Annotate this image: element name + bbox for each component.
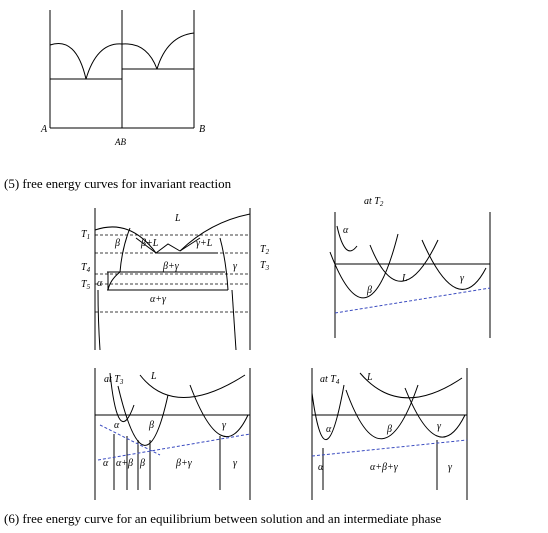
t4-label-beta: β <box>386 424 392 435</box>
pd-label-gamma: γ <box>233 261 238 272</box>
t4-label-L: L <box>366 372 373 383</box>
t4-common-tangent <box>311 439 468 457</box>
t4-liquid-curve <box>359 372 463 399</box>
pd-label-alpha: α <box>97 278 103 289</box>
pd-alpha-boundary <box>107 271 121 291</box>
t4-gamma-curve <box>404 387 466 438</box>
top-label-b: B <box>199 124 205 135</box>
t2-common-tangent <box>334 287 491 314</box>
pd-label-t5: T5 <box>81 279 91 291</box>
t3-label-alpha: α <box>114 420 120 431</box>
pd-label-beta-gamma: β+γ <box>162 261 180 272</box>
t4-label-alpha: α <box>326 424 332 435</box>
t2-label-gamma: γ <box>460 273 465 284</box>
top-phase-diagram <box>49 10 195 129</box>
t4-beta-curve <box>345 384 419 440</box>
pd-gamma-liq-line <box>179 237 201 252</box>
t3-alpha-beta-tangent <box>99 424 161 456</box>
t3-bottom-alpha-beta: α+β <box>116 458 133 469</box>
t4-bottom-gamma: γ <box>448 462 453 473</box>
t3-label-gamma: γ <box>222 420 227 431</box>
top-liquidus-3 <box>121 43 158 70</box>
phase-diagram <box>94 208 251 351</box>
pd-liquidus-left <box>94 226 157 254</box>
panel-t2 <box>329 212 491 338</box>
caption-6: (6) free energy curve for an equilibrium… <box>4 511 441 526</box>
pd-gamma-lower-solvus <box>231 289 237 351</box>
t2-label-alpha: α <box>343 225 349 236</box>
top-label-a: A <box>40 124 48 135</box>
pd-beta-solvus-left <box>119 227 131 273</box>
t3-gamma-curve <box>189 384 249 438</box>
t2-alpha-curve <box>336 225 358 252</box>
pd-label-t2: T2 <box>260 244 270 256</box>
pd-label-t4: T4 <box>81 262 91 274</box>
pd-gamma-solvus <box>219 237 229 291</box>
t2-gamma-curve <box>421 239 487 290</box>
top-liquidus-2 <box>85 43 123 80</box>
top-liquidus-4 <box>156 32 195 70</box>
pd-label-alpha-gamma: α+γ <box>150 294 167 305</box>
top-label-ab: AB <box>114 137 126 147</box>
t3-bottom-gamma: γ <box>233 458 238 469</box>
t3-bottom-beta: β <box>139 458 145 469</box>
pd-beta-liq-line <box>135 237 157 254</box>
pd-liquidus-mid <box>155 243 181 254</box>
t4-bottom-alpha: α <box>318 462 324 473</box>
pd-label-t1: T1 <box>81 229 90 241</box>
t2-label-L: L <box>401 273 408 284</box>
top-liquidus-1 <box>49 43 87 80</box>
t4-label-gamma: γ <box>437 421 442 432</box>
t4-bottom-abg: α+β+γ <box>370 462 399 473</box>
panel-t3 <box>94 368 251 500</box>
panel-t4 <box>311 368 468 500</box>
pd-alpha-solvus <box>97 289 101 351</box>
t2-label-beta: β <box>366 285 372 296</box>
caption-5: (5) free energy curves for invariant rea… <box>4 176 232 191</box>
t4-title: at T4 <box>320 374 340 386</box>
pd-label-L: L <box>174 213 181 224</box>
pd-liquidus-right <box>179 213 251 252</box>
t3-bottom-alpha: α <box>103 458 109 469</box>
t3-beta-curve <box>117 385 169 446</box>
t3-title: at T3 <box>104 374 124 386</box>
t4-alpha-curve <box>311 384 345 441</box>
pd-label-t3: T3 <box>260 260 270 272</box>
t3-alpha-curve <box>109 372 135 422</box>
pd-dashed-lines <box>95 234 250 313</box>
pd-label-beta-L: β+L <box>140 238 159 249</box>
pd-label-gamma-L: γ+L <box>196 238 213 249</box>
pd-label-beta: β <box>114 238 120 249</box>
t3-liquid-curve <box>139 374 246 398</box>
t2-title: at T2 <box>364 196 384 208</box>
t3-label-beta: β <box>148 420 154 431</box>
t3-bottom-beta-gamma: β+γ <box>175 458 193 469</box>
t3-beta-gamma-tangent <box>97 433 251 461</box>
t3-label-L: L <box>150 371 157 382</box>
t2-beta-curve <box>329 233 399 299</box>
